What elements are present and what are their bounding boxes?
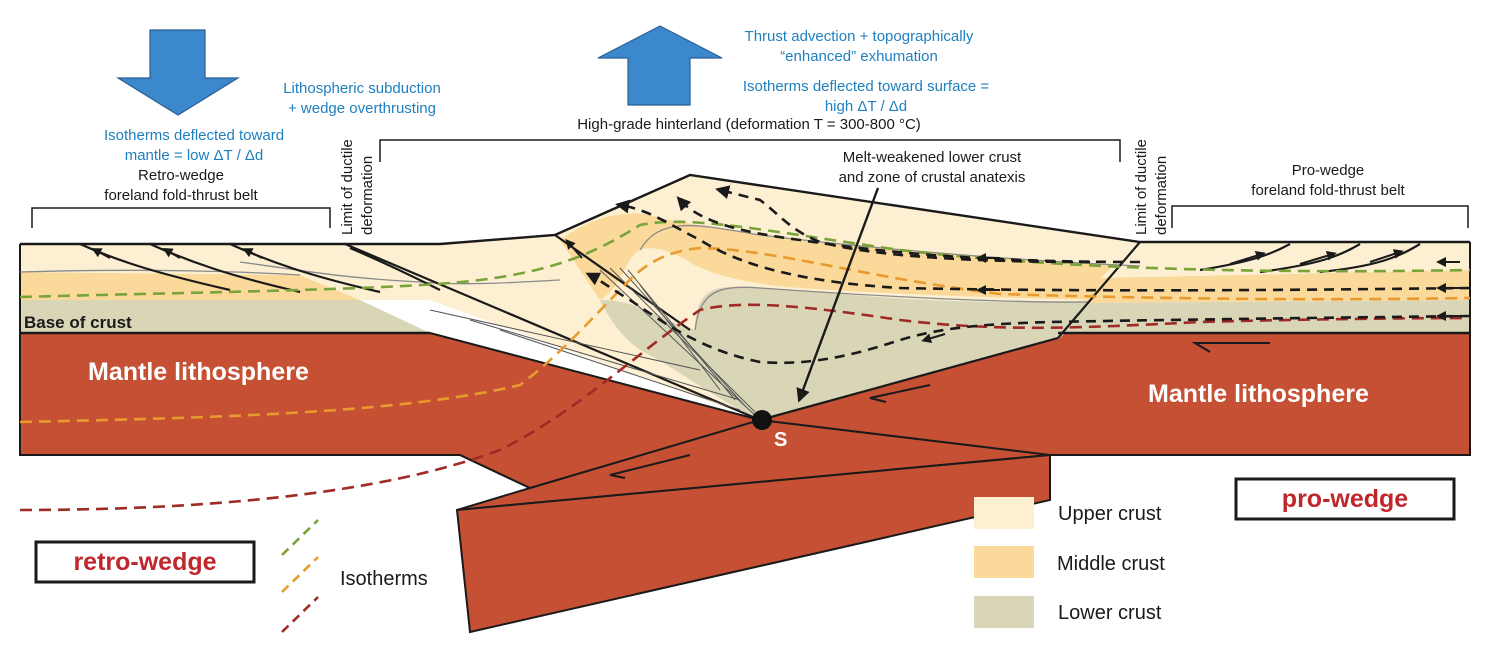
pro-middle-crust [1085,270,1470,303]
isotherms-mantle-text-1: Isotherms deflected toward [104,127,284,144]
mid-path-arrows [921,253,1460,344]
limit-left-text-2: deformation [359,156,376,235]
retro-lower-crust [20,300,430,333]
down-arrow-icon [115,29,241,116]
legend-isotherms-label: Isotherms [340,568,428,590]
legend-swatch-lower [974,596,1034,628]
legend-isotherm-orange [281,556,319,593]
wedge-middle-crust [560,213,1140,300]
retro-middle-crust [20,272,360,300]
retro-wedge-label: retro-wedge [73,548,216,576]
retro-belt-text-1: Retro-wedge [138,167,224,184]
pro-lower-crust [1058,300,1470,333]
legend-swatch-middle [974,546,1034,578]
layer-boundary-retro-2 [239,261,561,285]
retro-wedge-box [34,540,256,584]
limit-right-text-1: Limit of ductile [1133,139,1150,235]
legend-isotherm-red [281,596,319,633]
legend-middle-label: Middle crust [1057,553,1165,575]
pro-wedge-label: pro-wedge [1282,485,1408,513]
lithospheric-text-1: Lithospheric subduction [283,80,441,97]
retro-belt-text-2: foreland fold-thrust belt [104,187,258,204]
pro-wedge-box [1234,477,1456,521]
limit-left-text-1: Limit of ductile [339,139,356,235]
thrust-advection-text-1: Thrust advection + topographically [745,28,974,45]
normal-fault-left [554,234,691,331]
retro-thrust-arrows [91,238,583,259]
pro-thrust-arrows [1229,249,1404,265]
isotherms-surface-text-2: high ΔT / Δd [825,98,907,115]
layer-boundary-retro [19,269,301,276]
pro-belt-text-1: Pro-wedge [1292,162,1365,179]
s-label: S [774,429,787,451]
isotherms-mantle-text-2: mantle = low ΔT / Δd [125,147,264,164]
melt-pointer-arrow [796,187,880,403]
base-of-crust-label: Base of crust [24,313,132,332]
melt-text-1: Melt-weakened lower crust [843,149,1022,166]
retro-thrust-fault [344,242,761,422]
mantle-lithosphere-left-label: Mantle lithosphere [88,358,309,386]
melt-text-2: and zone of crustal anatexis [839,169,1026,186]
isotherm-red [19,303,1471,512]
thrust-advection-text-2: “enhanced” exhumation [780,48,938,65]
hinterland-text: High-grade hinterland (deformation T = 3… [577,116,921,133]
hinterland-bracket [379,139,1121,162]
singularity-point-s [752,410,772,430]
isotherm-orange [19,246,1471,424]
legend-upper-label: Upper crust [1058,503,1162,525]
pro-belt-text-2: foreland fold-thrust belt [1251,182,1405,199]
pro-belt-bracket [1171,205,1469,228]
up-arrow-icon [597,25,723,106]
legend-isotherm-green [281,519,319,556]
mantle-lithosphere-right-label: Mantle lithosphere [1148,380,1369,408]
lithospheric-text-2: + wedge overthrusting [288,100,436,117]
legend-lower-label: Lower crust [1058,602,1162,624]
legend-swatch-upper [974,497,1034,529]
isotherm-green [19,220,1471,299]
slab-tail [455,453,1051,634]
limit-right-text-2: deformation [1153,156,1170,235]
retro-belt-bracket [31,207,331,228]
isotherms-surface-text-1: Isotherms deflected toward surface = [743,78,990,95]
layer-boundary-wedge-low [694,286,1091,331]
wedge-base-fault [759,336,1059,422]
particle-paths [585,185,1471,365]
slab-motion-arrows [609,342,1270,479]
